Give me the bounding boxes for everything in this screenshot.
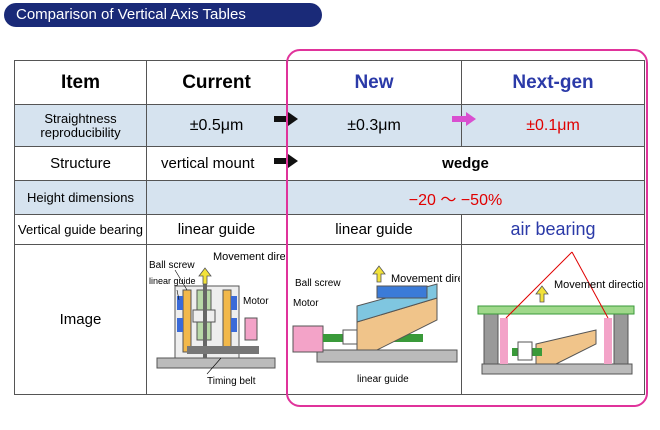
current-motor-label: Motor <box>243 296 269 307</box>
guide-next-gen: air bearing <box>461 214 645 245</box>
current-movement-label: Movement direction <box>213 251 285 263</box>
structure-new-next: wedge <box>286 146 645 181</box>
current-ball-screw-label: Ball screw <box>149 260 195 271</box>
header-item: Item <box>14 60 147 105</box>
new-mechanism-illustration: Ball screw Motor Movement direction line… <box>292 264 460 385</box>
guide-current: linear guide <box>146 214 287 245</box>
arrow-right-icon <box>274 112 298 126</box>
new-ball-screw-label: Ball screw <box>295 278 341 289</box>
image-next-gen: Movement direction <box>461 244 645 395</box>
table-row: Height dimensions −20 〜 −50% <box>14 180 645 215</box>
next-gen-movement-label: Movement direction <box>554 279 643 291</box>
height-value: −20 〜 −50% <box>146 180 645 215</box>
straightness-new: ±0.3μm <box>286 104 462 147</box>
header-next-gen: Next-gen <box>461 60 645 105</box>
row-label-guide: Vertical guide bearing <box>14 214 147 245</box>
table-row: Structure vertical mount wedge <box>14 146 645 181</box>
page-title: Comparison of Vertical Axis Tables <box>4 3 322 27</box>
image-current: Ball screw linear guide Movement directi… <box>146 244 287 395</box>
guide-new: linear guide <box>286 214 462 245</box>
comparison-table: Item Current New Next-gen Straightness r… <box>14 60 645 395</box>
header-new: New <box>286 60 462 105</box>
header-current: Current <box>146 60 287 105</box>
table-row: Vertical guide bearing linear guide line… <box>14 214 645 245</box>
current-timing-belt-label: Timing belt <box>207 376 256 387</box>
structure-current: vertical mount <box>146 146 287 181</box>
row-label-straightness: Straightness reproducibility <box>14 104 147 147</box>
new-linear-guide-label: linear guide <box>357 374 409 385</box>
row-label-height: Height dimensions <box>14 180 147 215</box>
arrow-right-magenta-icon <box>452 112 476 126</box>
current-mechanism-illustration: Ball screw linear guide Movement directi… <box>149 251 285 387</box>
current-linear-guide-label: linear guide <box>149 276 196 286</box>
table-row: Straightness reproducibility ±0.5μm ±0.3… <box>14 104 645 147</box>
table-row: Image Ball screw l <box>14 244 645 395</box>
row-label-image: Image <box>14 244 147 395</box>
new-motor-label: Motor <box>293 298 319 309</box>
table-header-row: Item Current New Next-gen <box>14 60 645 105</box>
next-gen-mechanism-illustration: Movement direction <box>477 251 643 374</box>
row-label-structure: Structure <box>14 146 147 181</box>
straightness-next-gen: ±0.1μm <box>461 104 645 147</box>
new-movement-label: Movement direction <box>391 273 460 285</box>
image-new: Ball screw Motor Movement direction line… <box>286 244 462 395</box>
straightness-current: ±0.5μm <box>146 104 287 147</box>
arrow-right-icon <box>274 154 298 168</box>
